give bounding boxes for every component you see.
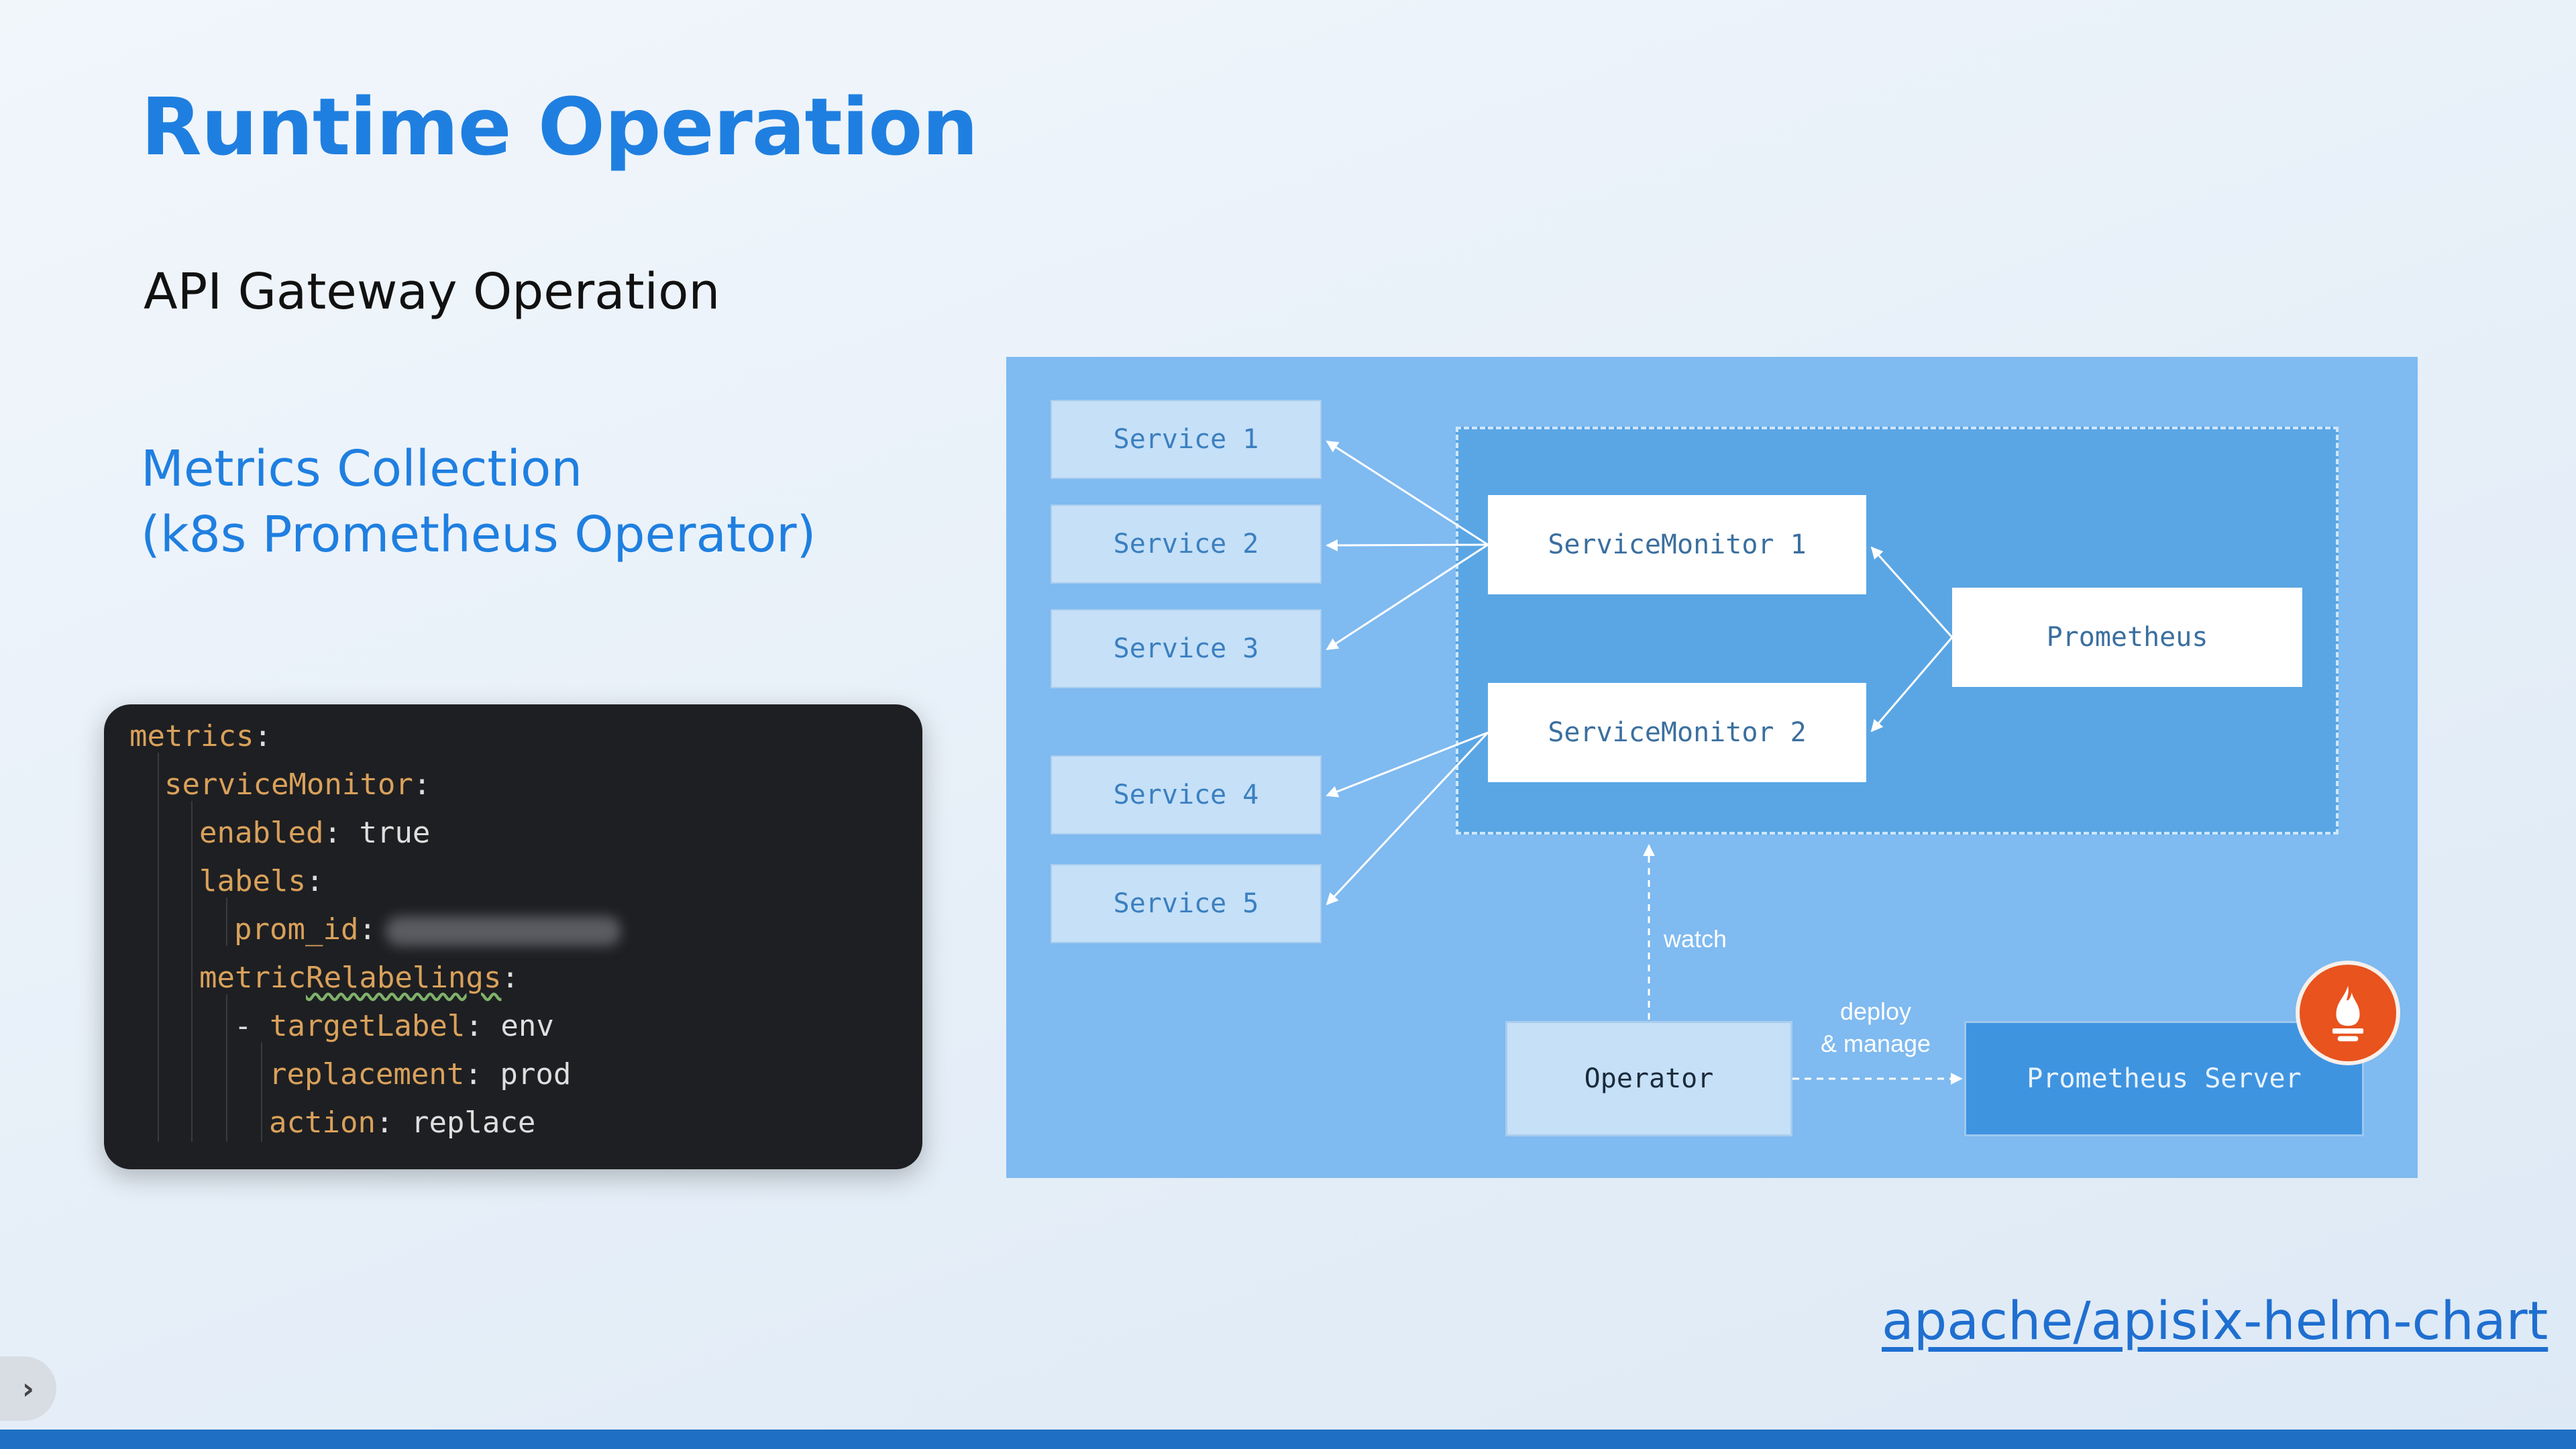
service-box-2: Service 2	[1051, 504, 1322, 584]
watch-label: watch	[1664, 925, 1727, 953]
indent-guide	[191, 801, 193, 1142]
prometheus-logo-icon	[2296, 961, 2400, 1065]
metrics-heading: Metrics Collection (k8s Prometheus Opera…	[141, 436, 816, 568]
chevron-right-icon[interactable]: ›	[0, 1356, 56, 1421]
repo-link[interactable]: apache/apisix-helm-chart	[1882, 1291, 2548, 1352]
code-line-6: metricRelabelings:	[199, 961, 519, 995]
indent-guide	[261, 1042, 262, 1142]
prometheus-server-box: Prometheus Server	[1964, 1021, 2364, 1136]
indent-guide	[226, 994, 227, 1142]
code-block: metrics: serviceMonitor: enabled: true l…	[104, 704, 922, 1169]
code-line-9: action: replace	[269, 1106, 536, 1140]
code-line-2: serviceMonitor:	[164, 767, 431, 802]
code-line-1: metrics:	[129, 719, 272, 753]
metrics-line-2: (k8s Prometheus Operator)	[141, 506, 816, 564]
redacted-value	[385, 916, 621, 946]
indent-guide	[158, 753, 159, 1142]
deploy-manage-label: deploy & manage	[1820, 998, 1931, 1057]
operator-box: Operator	[1505, 1021, 1792, 1136]
slide-subtitle: API Gateway Operation	[144, 263, 720, 321]
indent-guide	[226, 898, 227, 946]
bottom-bar	[0, 1430, 2576, 1449]
metrics-line-1: Metrics Collection	[141, 440, 583, 498]
code-line-5: prom_id:	[234, 906, 621, 954]
code-line-7: - targetLabel: env	[234, 1009, 554, 1043]
prometheus-box: Prometheus	[1952, 588, 2302, 687]
service-box-1: Service 1	[1051, 400, 1322, 479]
diagram-connectors	[1326, 440, 1963, 1085]
service-monitor-2: ServiceMonitor 2	[1488, 683, 1866, 782]
service-box-3: Service 3	[1051, 609, 1322, 688]
service-box-4: Service 4	[1051, 755, 1322, 835]
code-line-3: enabled: true	[199, 816, 431, 850]
code-line-8: replacement: prod	[269, 1057, 572, 1091]
code-line-4: labels:	[199, 864, 324, 898]
prometheus-operator-diagram: Service 1 Service 2 Service 3 Service 4 …	[1006, 357, 2418, 1178]
service-box-5: Service 5	[1051, 864, 1322, 943]
service-monitor-1: ServiceMonitor 1	[1488, 495, 1866, 594]
slide-title: Runtime Operation	[141, 80, 978, 173]
